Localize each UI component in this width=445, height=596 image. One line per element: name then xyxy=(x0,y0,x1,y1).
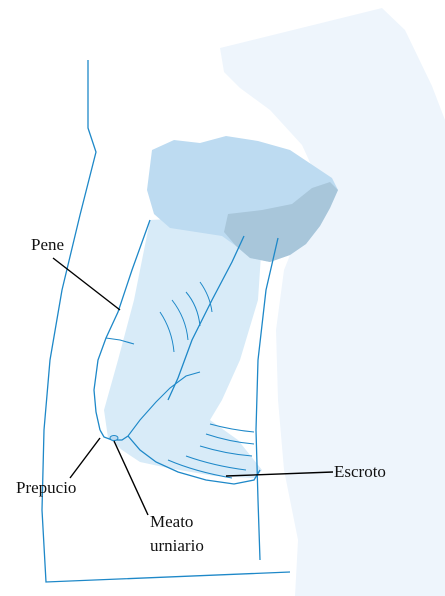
label-meato-line1: Meato xyxy=(150,512,193,531)
scrotum-shading xyxy=(104,215,262,478)
label-meato-line2: urniario xyxy=(150,536,204,555)
rear-leg-outline xyxy=(256,238,278,560)
meatus-opening xyxy=(110,436,118,441)
label-pene: Pene xyxy=(31,235,64,254)
label-prepucio: Prepucio xyxy=(16,478,76,497)
prepucio-leader xyxy=(70,438,100,478)
label-escroto: Escroto xyxy=(334,462,386,481)
